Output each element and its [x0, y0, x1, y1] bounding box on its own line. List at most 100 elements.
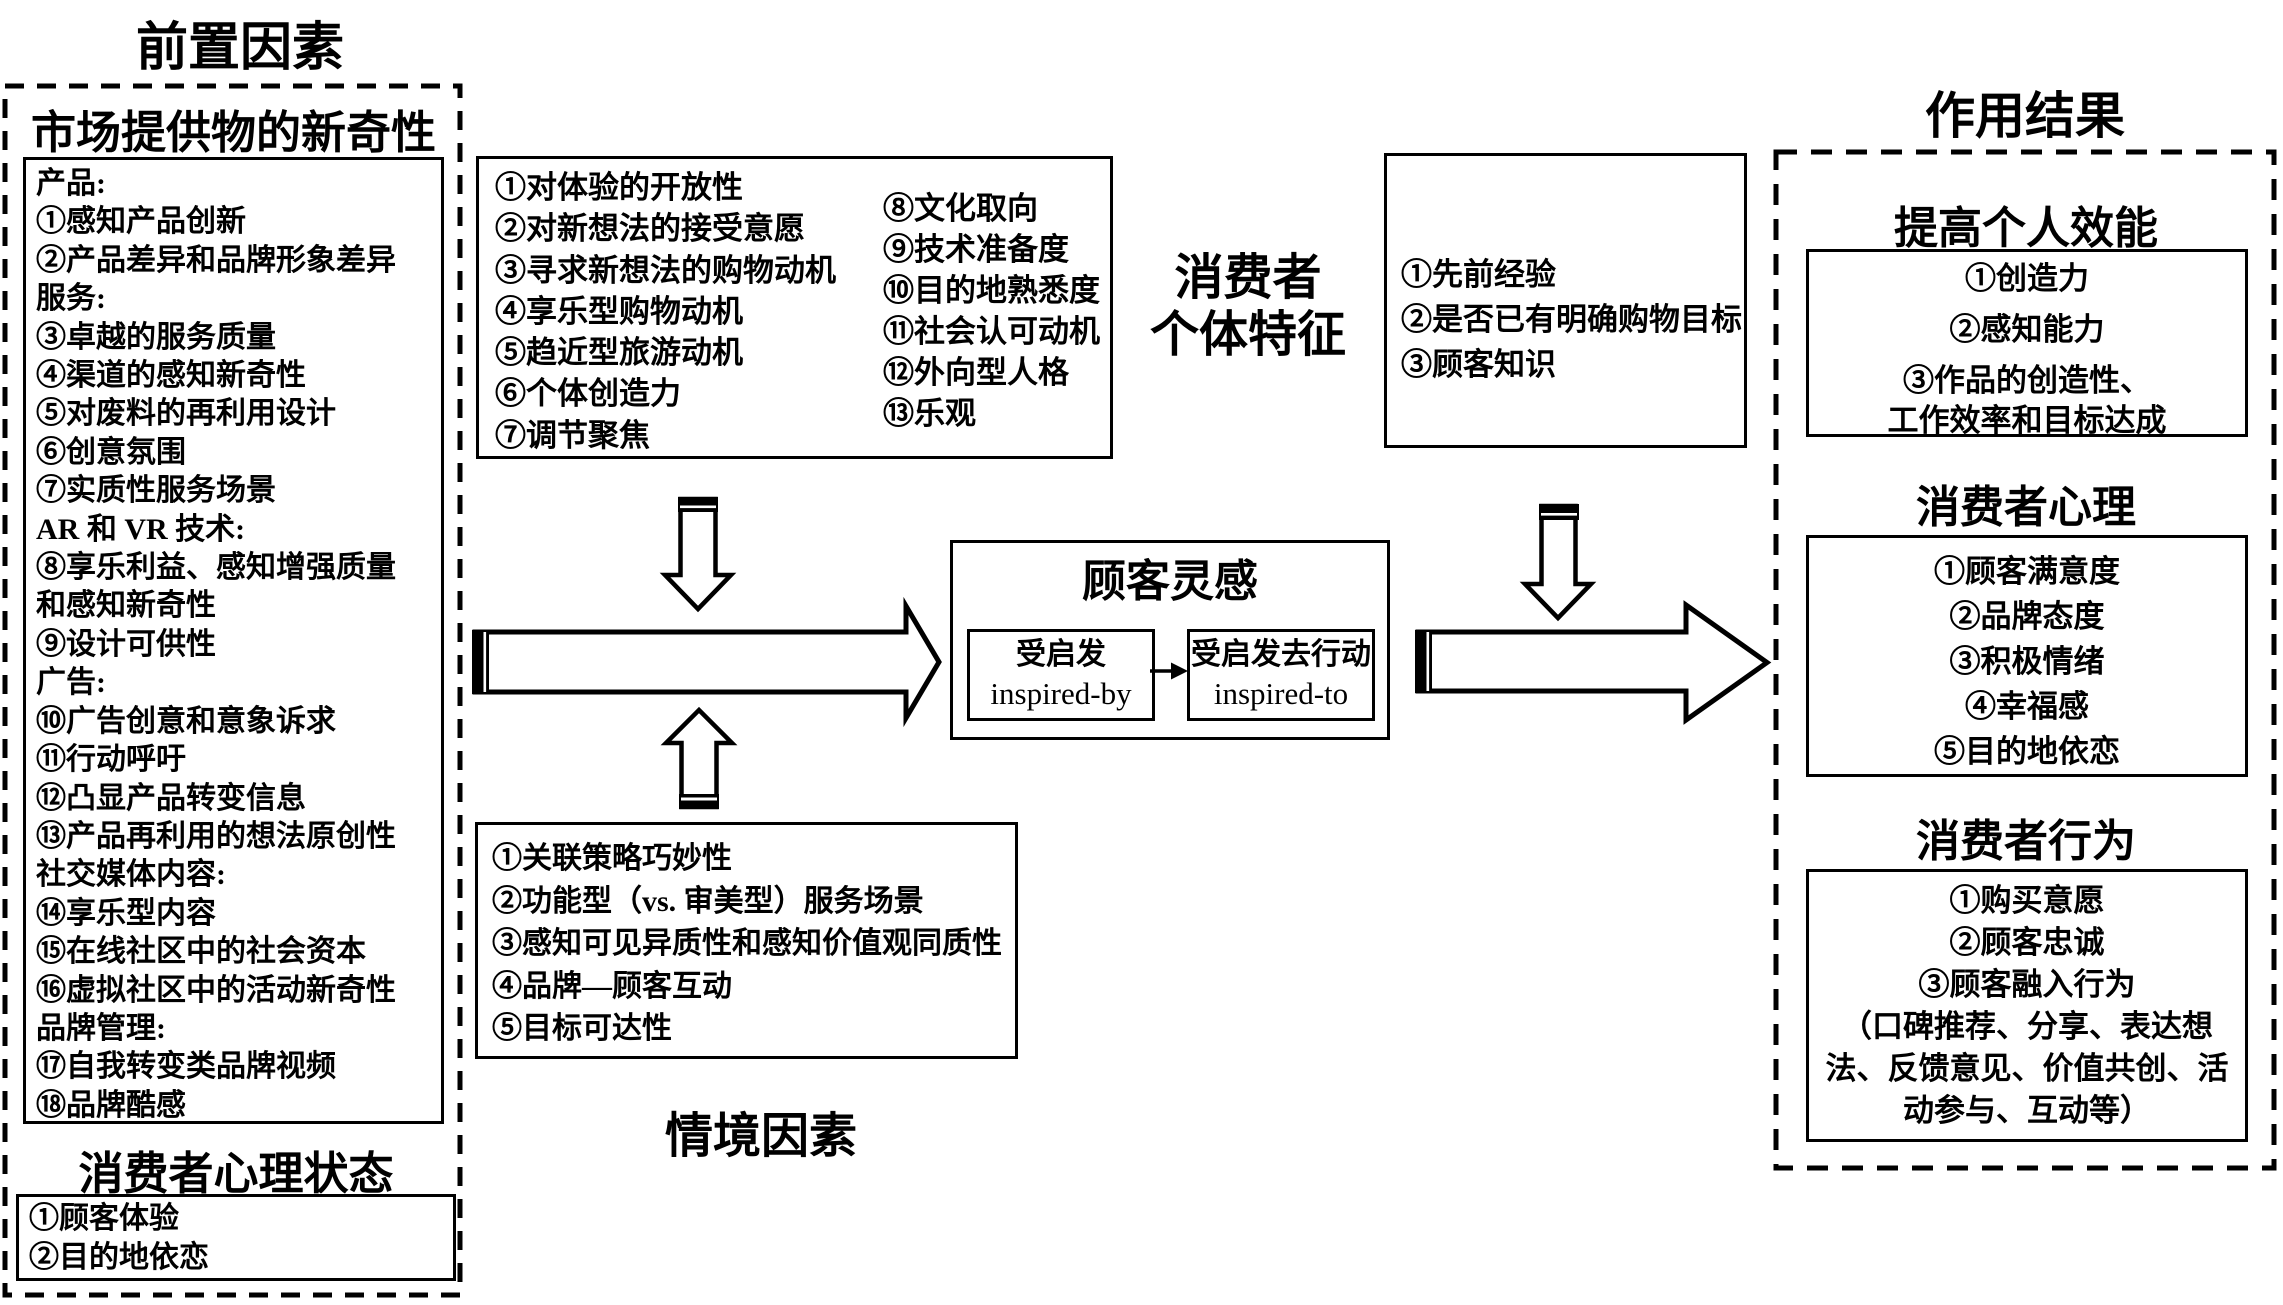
list-item: 产品: [36, 167, 106, 200]
list-item: ③寻求新想法的购物动机 [495, 252, 836, 288]
list-item: ②是否已有明确购物目标 [1401, 302, 1742, 337]
list-item: ⑮在线社区中的社会资本 [36, 935, 366, 969]
list-item: ⑪社会认可动机 [883, 314, 1100, 349]
list-item: （口碑推荐、分享、表达想 [1841, 1009, 2213, 1044]
list-item: ①关联策略巧妙性 [492, 842, 732, 875]
list-item: ③感知可见异质性和感知价值观同质性 [492, 927, 1002, 961]
consumer-traits-line1: 消费者 [1174, 250, 1322, 305]
list-item: ⑤目的地依恋 [1934, 734, 2120, 769]
inspired-by-cn: 受启发 [1016, 638, 1106, 671]
list-item: ⑥创意氛围 [36, 435, 186, 469]
situational-factors-label: 情境因素 [664, 1110, 857, 1163]
list-item: ④渠道的感知新奇性 [36, 359, 306, 393]
consumer-behavior-box: ①购买意愿 ②顾客忠诚 ③顾客融入行为 （口碑推荐、分享、表达想 法、反馈意见、… [1806, 869, 2248, 1142]
antecedents-title: 前置因素 [135, 20, 344, 77]
down-arrow-prior-icon [1519, 503, 1597, 622]
list-item: 工作效率和目标达成 [1887, 403, 2167, 438]
inspired-by-box: 受启发 inspired-by [967, 629, 1155, 721]
list-item: ⑬乐观 [883, 396, 976, 431]
list-item: ⑧文化取向 [883, 191, 1038, 226]
arrow-inspiration-to-outcomes-icon [1415, 600, 1772, 725]
list-item: ③顾客融入行为 [1918, 967, 2136, 1002]
up-arrow-situational-icon [660, 706, 738, 810]
list-item: ②对新想法的接受意愿 [495, 211, 805, 247]
list-item: ②品牌态度 [1949, 599, 2105, 634]
antecedents-dashed-border [2, 83, 463, 1298]
list-item: ⑫外向型人格 [883, 355, 1069, 390]
list-item: ③卓越的服务质量 [36, 320, 276, 354]
list-item: ⑩目的地熟悉度 [883, 273, 1100, 308]
list-item: AR 和 VR 技术: [36, 512, 246, 546]
list-item: ②功能型（vs. 审美型）服务场景 [492, 884, 924, 918]
situational-factors-box: ①关联策略巧妙性 ②功能型（vs. 审美型）服务场景 ③感知可见异质性和感知价值… [475, 822, 1018, 1059]
list-item: ⑧享乐利益、感知增强质量 [36, 551, 396, 585]
list-item: ⑫凸显产品转变信息 [36, 781, 306, 815]
list-item: ⑬产品再利用的想法原创性 [36, 819, 396, 853]
traits-column-1: ①对体验的开放性 ②对新想法的接受意愿 ③寻求新想法的购物动机 ④享乐型购物动机… [495, 167, 836, 456]
list-item: ②感知能力 [1949, 312, 2105, 347]
list-item: ④幸福感 [1965, 689, 2089, 724]
list-item: ①顾客体验 [29, 1202, 179, 1235]
list-item: 法、反馈意见、价值共创、活 [1825, 1051, 2229, 1086]
list-item: ②目的地依恋 [29, 1241, 209, 1274]
list-item: ⑦调节聚焦 [495, 417, 650, 453]
psych-state-heading: 消费者心理状态 [78, 1149, 394, 1199]
list-item: ⑨技术准备度 [883, 232, 1069, 267]
prior-experience-box: ①先前经验 ②是否已有明确购物目标 ③顾客知识 [1384, 153, 1747, 448]
list-item: ②产品差异和品牌形象差异 [36, 243, 396, 277]
list-item: ①对体验的开放性 [495, 170, 743, 205]
list-item: 和感知新奇性 [36, 589, 216, 623]
market-novelty-box: 产品: ①感知产品创新 ②产品差异和品牌形象差异 服务: ③卓越的服务质量 ④渠… [23, 157, 444, 1124]
personal-efficacy-box: ①创造力 ②感知能力 ③作品的创造性、 工作效率和目标达成 [1806, 249, 2248, 438]
list-item: ⑪行动呼吁 [36, 743, 186, 777]
customer-inspiration-box: 顾客灵感 受启发 inspired-by 受启发去行动 inspired-to [950, 540, 1390, 740]
list-item: ①创造力 [1965, 261, 2089, 296]
list-item: ⑤对废料的再利用设计 [36, 397, 336, 431]
market-novelty-heading: 市场提供物的新奇性 [30, 108, 436, 158]
consumer-traits-label: 消费者 个体特征 [1098, 249, 1398, 363]
list-item: ⑤目标可达性 [492, 1012, 672, 1046]
list-item: ⑥个体创造力 [495, 376, 681, 412]
outcomes-title: 作用结果 [1925, 88, 2125, 144]
list-item: 社交媒体内容: [36, 858, 226, 892]
list-item: 服务: [36, 282, 106, 316]
list-item: ③顾客知识 [1401, 347, 1556, 382]
list-item: ⑩广告创意和意象诉求 [36, 704, 336, 738]
list-item: 广告: [36, 666, 106, 700]
inspired-to-en: inspired-to [1213, 676, 1349, 711]
arrow-antecedents-to-inspiration-icon [472, 596, 942, 728]
inspired-to-cn: 受启发去行动 [1191, 638, 1371, 671]
list-item: ③作品的创造性、 [1903, 363, 2151, 398]
arrow-inspired-by-to-inspired-to-icon [1150, 662, 1188, 680]
list-item: ④品牌—顾客互动 [492, 969, 732, 1003]
list-item: ⑭享乐型内容 [36, 896, 216, 930]
consumer-psychology-heading: 消费者心理 [1916, 483, 2136, 532]
list-item: ③积极情绪 [1949, 644, 2105, 679]
list-item: ④享乐型购物动机 [495, 293, 743, 329]
traits-column-2: ⑧文化取向 ⑨技术准备度 ⑩目的地熟悉度 ⑪社会认可动机 ⑫外向型人格 ⑬乐观 [883, 188, 1100, 434]
personal-efficacy-heading: 提高个人效能 [1894, 204, 2158, 253]
consumer-psychology-box: ①顾客满意度 ②品牌态度 ③积极情绪 ④幸福感 ⑤目的地依恋 [1806, 535, 2248, 777]
down-arrow-traits-icon [659, 496, 737, 613]
list-item: ①顾客满意度 [1934, 554, 2120, 589]
list-item: ②顾客忠诚 [1949, 925, 2105, 960]
list-item: 动参与、互动等） [1903, 1093, 2151, 1128]
inspired-to-box: 受启发去行动 inspired-to [1187, 629, 1375, 721]
psych-state-box: ①顾客体验 ②目的地依恋 [16, 1194, 456, 1281]
consumer-behavior-heading: 消费者行为 [1916, 817, 2136, 866]
individual-traits-box: ①对体验的开放性 ②对新想法的接受意愿 ③寻求新想法的购物动机 ④享乐型购物动机… [476, 156, 1113, 459]
consumer-traits-line2: 个体特征 [1149, 307, 1346, 362]
list-item: ⑯虚拟社区中的活动新奇性 [36, 973, 396, 1007]
list-item: ⑱品牌酷感 [36, 1088, 186, 1122]
outcomes-dashed-border [1773, 149, 2277, 1171]
list-item: ①先前经验 [1401, 257, 1556, 292]
list-item: ①购买意愿 [1949, 883, 2105, 918]
list-item: ①感知产品创新 [36, 205, 246, 239]
customer-inspiration-title: 顾客灵感 [1082, 557, 1258, 606]
list-item: ⑦实质性服务场景 [36, 474, 276, 508]
list-item: 品牌管理: [36, 1011, 166, 1045]
list-item: ⑰自我转变类品牌视频 [36, 1050, 336, 1084]
list-item: ⑨设计可供性 [36, 627, 216, 661]
